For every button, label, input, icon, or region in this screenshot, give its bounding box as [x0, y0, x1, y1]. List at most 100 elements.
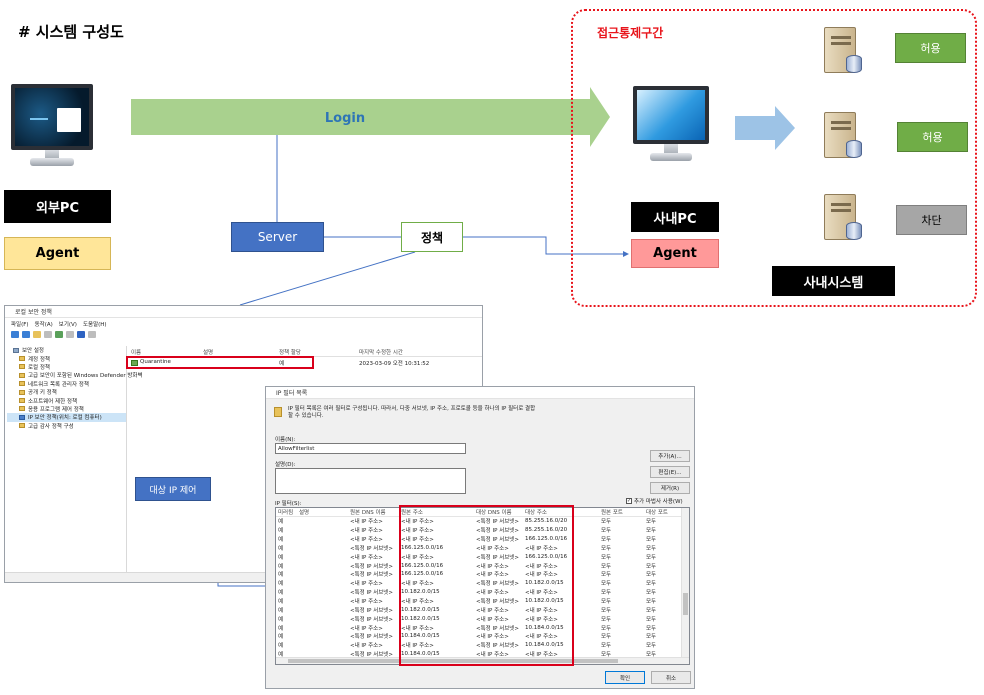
tree-item[interactable]: 소프트웨어 제한 정책 [7, 396, 126, 405]
filter-cell: 166.125.0.0/16 [525, 553, 568, 560]
filter-cell: 10.182.0.0/15 [525, 580, 564, 587]
forward-icon[interactable] [22, 331, 30, 338]
filter-cell: 예 [278, 563, 284, 570]
secpol-tree: 보안 설정 계정 정책 로컬 정책 고급 보안이 포함된 Windows Def… [7, 346, 143, 572]
refresh-icon[interactable] [55, 331, 63, 338]
filter-cell: 166.125.0.0/16 [525, 536, 568, 543]
external-pc-screen [11, 84, 93, 150]
filter-cell: 모두 [646, 519, 657, 526]
tree-item[interactable]: 보안 설정 [7, 346, 126, 354]
filter-row[interactable]: 예<특정 IP 서브넷>10.184.0.0/15<내 IP 주소><내 IP … [276, 650, 689, 659]
desc-textarea[interactable] [275, 468, 466, 494]
col-name[interactable]: 이름 [131, 350, 142, 356]
help-icon[interactable] [77, 331, 85, 338]
properties-icon[interactable] [44, 331, 52, 338]
menu-help[interactable]: 도움말(H) [82, 322, 107, 328]
filter-cell: 예 [278, 528, 284, 535]
tree-item[interactable]: 로컬 정책 [7, 363, 126, 371]
wizard-checkbox[interactable]: ✓ 추가 마법사 사용(W) [626, 498, 683, 505]
cancel-button[interactable]: 취소 [651, 671, 691, 684]
col-modified[interactable]: 마지막 수정한 시간 [359, 350, 403, 356]
filter-cell: 모두 [646, 590, 657, 597]
filter-cell: 모두 [601, 625, 612, 632]
internal-pc-monitor [633, 86, 709, 162]
filter-cell: 모두 [601, 599, 612, 606]
filter-row[interactable]: 예<특정 IP 서브넷>10.182.0.0/15<내 IP 주소><내 IP … [276, 614, 689, 623]
filter-row[interactable]: 예<특정 IP 서브넷>10.184.0.0/15<내 IP 주소><내 IP … [276, 632, 689, 641]
tree-item[interactable]: 고급 감사 정책 구성 [7, 422, 126, 430]
ip-filter-dialog: IP 필터 목록 IP 필터 목록은 여러 필터로 구성됩니다. 따라서, 다중… [265, 386, 695, 689]
filter-cell: <내 IP 주소> [401, 537, 434, 544]
col-assigned[interactable]: 정책 할당 [279, 350, 301, 356]
filter-cell: <내 IP 주소> [350, 519, 383, 526]
filter-cell: 모두 [646, 599, 657, 606]
folder-up-icon[interactable] [33, 331, 41, 338]
remove-button[interactable]: 제거(R) [650, 482, 690, 494]
filter-row[interactable]: 예<내 IP 주소><내 IP 주소><특정 IP 서브넷>10.184.0.0… [276, 641, 689, 650]
filter-cell: <내 IP 주소> [401, 643, 434, 650]
filter-row[interactable]: 예<내 IP 주소><내 IP 주소><특정 IP 서브넷>85.255.16.… [276, 526, 689, 535]
scroll-thumb-h[interactable] [288, 659, 618, 663]
filter-cell: 모두 [601, 590, 612, 597]
name-input[interactable]: AllowFilterlist [275, 443, 466, 454]
vertical-scrollbar[interactable] [681, 508, 689, 664]
zone-title: 접근통제구간 [597, 26, 664, 40]
filter-row[interactable]: 예<특정 IP 서브넷>166.125.0.0/16<내 IP 주소><내 IP… [276, 561, 689, 570]
filter-cell: 10.184.0.0/15 [401, 651, 440, 658]
tree-item[interactable]: 고급 보안이 포함된 Windows Defender 방화벽 [7, 371, 143, 379]
filter-row[interactable]: 예<특정 IP 서브넷>10.182.0.0/15<내 IP 주소><내 IP … [276, 605, 689, 614]
export-icon[interactable] [66, 331, 74, 338]
filter-cell: <특정 IP 서브넷> [476, 537, 519, 544]
ok-button[interactable]: 확인 [605, 671, 645, 684]
filter-cell: 10.182.0.0/15 [401, 606, 440, 613]
menu-action[interactable]: 동작(A) [34, 322, 53, 328]
view-icon[interactable] [88, 331, 96, 338]
filter-row[interactable]: 예<내 IP 주소><내 IP 주소><특정 IP 서브넷>10.184.0.0… [276, 623, 689, 632]
col-desc[interactable]: 설명 [203, 350, 214, 356]
filter-row[interactable]: 예<특정 IP 서브넷>166.125.0.0/16<내 IP 주소><내 IP… [276, 544, 689, 553]
filter-row[interactable]: 예<특정 IP 서브넷>10.182.0.0/15<내 IP 주소><내 IP … [276, 588, 689, 597]
menu-file[interactable]: 파일(F) [11, 322, 29, 328]
filter-cell: <내 IP 주소> [476, 572, 509, 579]
checkbox-icon: ✓ [626, 498, 632, 504]
folder-icon [19, 356, 25, 362]
filter-cell: 모두 [646, 607, 657, 614]
filter-row[interactable]: 예<내 IP 주소><내 IP 주소><특정 IP 서브넷>166.125.0.… [276, 552, 689, 561]
filter-row[interactable]: 예<특정 IP 서브넷>166.125.0.0/16<내 IP 주소><내 IP… [276, 570, 689, 579]
edit-button[interactable]: 편집(E)... [650, 466, 690, 478]
filter-row[interactable]: 예<내 IP 주소><내 IP 주소><특정 IP 서브넷>10.182.0.0… [276, 597, 689, 606]
scroll-thumb[interactable] [683, 593, 688, 615]
add-button[interactable]: 추가(A)... [650, 450, 690, 462]
internal-agent-label: Agent [631, 239, 719, 268]
filter-cell: 10.184.0.0/15 [525, 642, 564, 649]
filter-cell: 예 [278, 599, 284, 606]
filter-cell: 모두 [646, 625, 657, 632]
server-status-deny: 차단 [896, 205, 967, 235]
filter-row[interactable]: 예<내 IP 주소><내 IP 주소><특정 IP 서브넷>10.182.0.0… [276, 579, 689, 588]
horizontal-scrollbar[interactable] [276, 657, 689, 664]
tree-item[interactable]: 응용 프로그램 제어 정책 [7, 405, 126, 413]
back-icon[interactable] [11, 331, 19, 338]
filter-row[interactable]: 예<내 IP 주소><내 IP 주소><특정 IP 서브넷>166.125.0.… [276, 535, 689, 544]
policy-modified: 2023-03-09 오전 10:31:52 [359, 361, 430, 367]
filter-cell: <특정 IP 서브넷> [476, 554, 519, 561]
filter-cell: 85.255.16.0/20 [525, 518, 568, 525]
filter-cell: 모두 [601, 519, 612, 526]
tree-item[interactable]: 계정 정책 [7, 354, 126, 363]
filter-cell: <내 IP 주소> [476, 607, 509, 614]
tree-item-selected[interactable]: IP 보안 정책(위치: 로컬 컴퓨터) [7, 413, 126, 422]
filter-cell: <내 IP 주소> [525, 572, 558, 579]
filter-cell: 모두 [601, 563, 612, 570]
folder-icon [19, 364, 25, 370]
filter-row[interactable]: 예<내 IP 주소><내 IP 주소><특정 IP 서브넷>85.255.16.… [276, 517, 689, 526]
filter-cell: <내 IP 주소> [350, 554, 383, 561]
secpol-scrollbar[interactable] [5, 572, 482, 582]
tree-item[interactable]: 네트워크 목록 관리자 정책 [7, 380, 126, 388]
tree-item[interactable]: 공개 키 정책 [7, 388, 126, 396]
policy-row[interactable]: Quarantine 예 2023-03-09 오전 10:31:52 [129, 359, 482, 368]
desc-label: 설명(D): [275, 462, 296, 468]
internal-arrow [735, 106, 795, 150]
menu-view[interactable]: 보기(V) [58, 322, 77, 328]
filter-cell: <특정 IP 서브넷> [476, 519, 519, 526]
server-icon [824, 190, 864, 246]
